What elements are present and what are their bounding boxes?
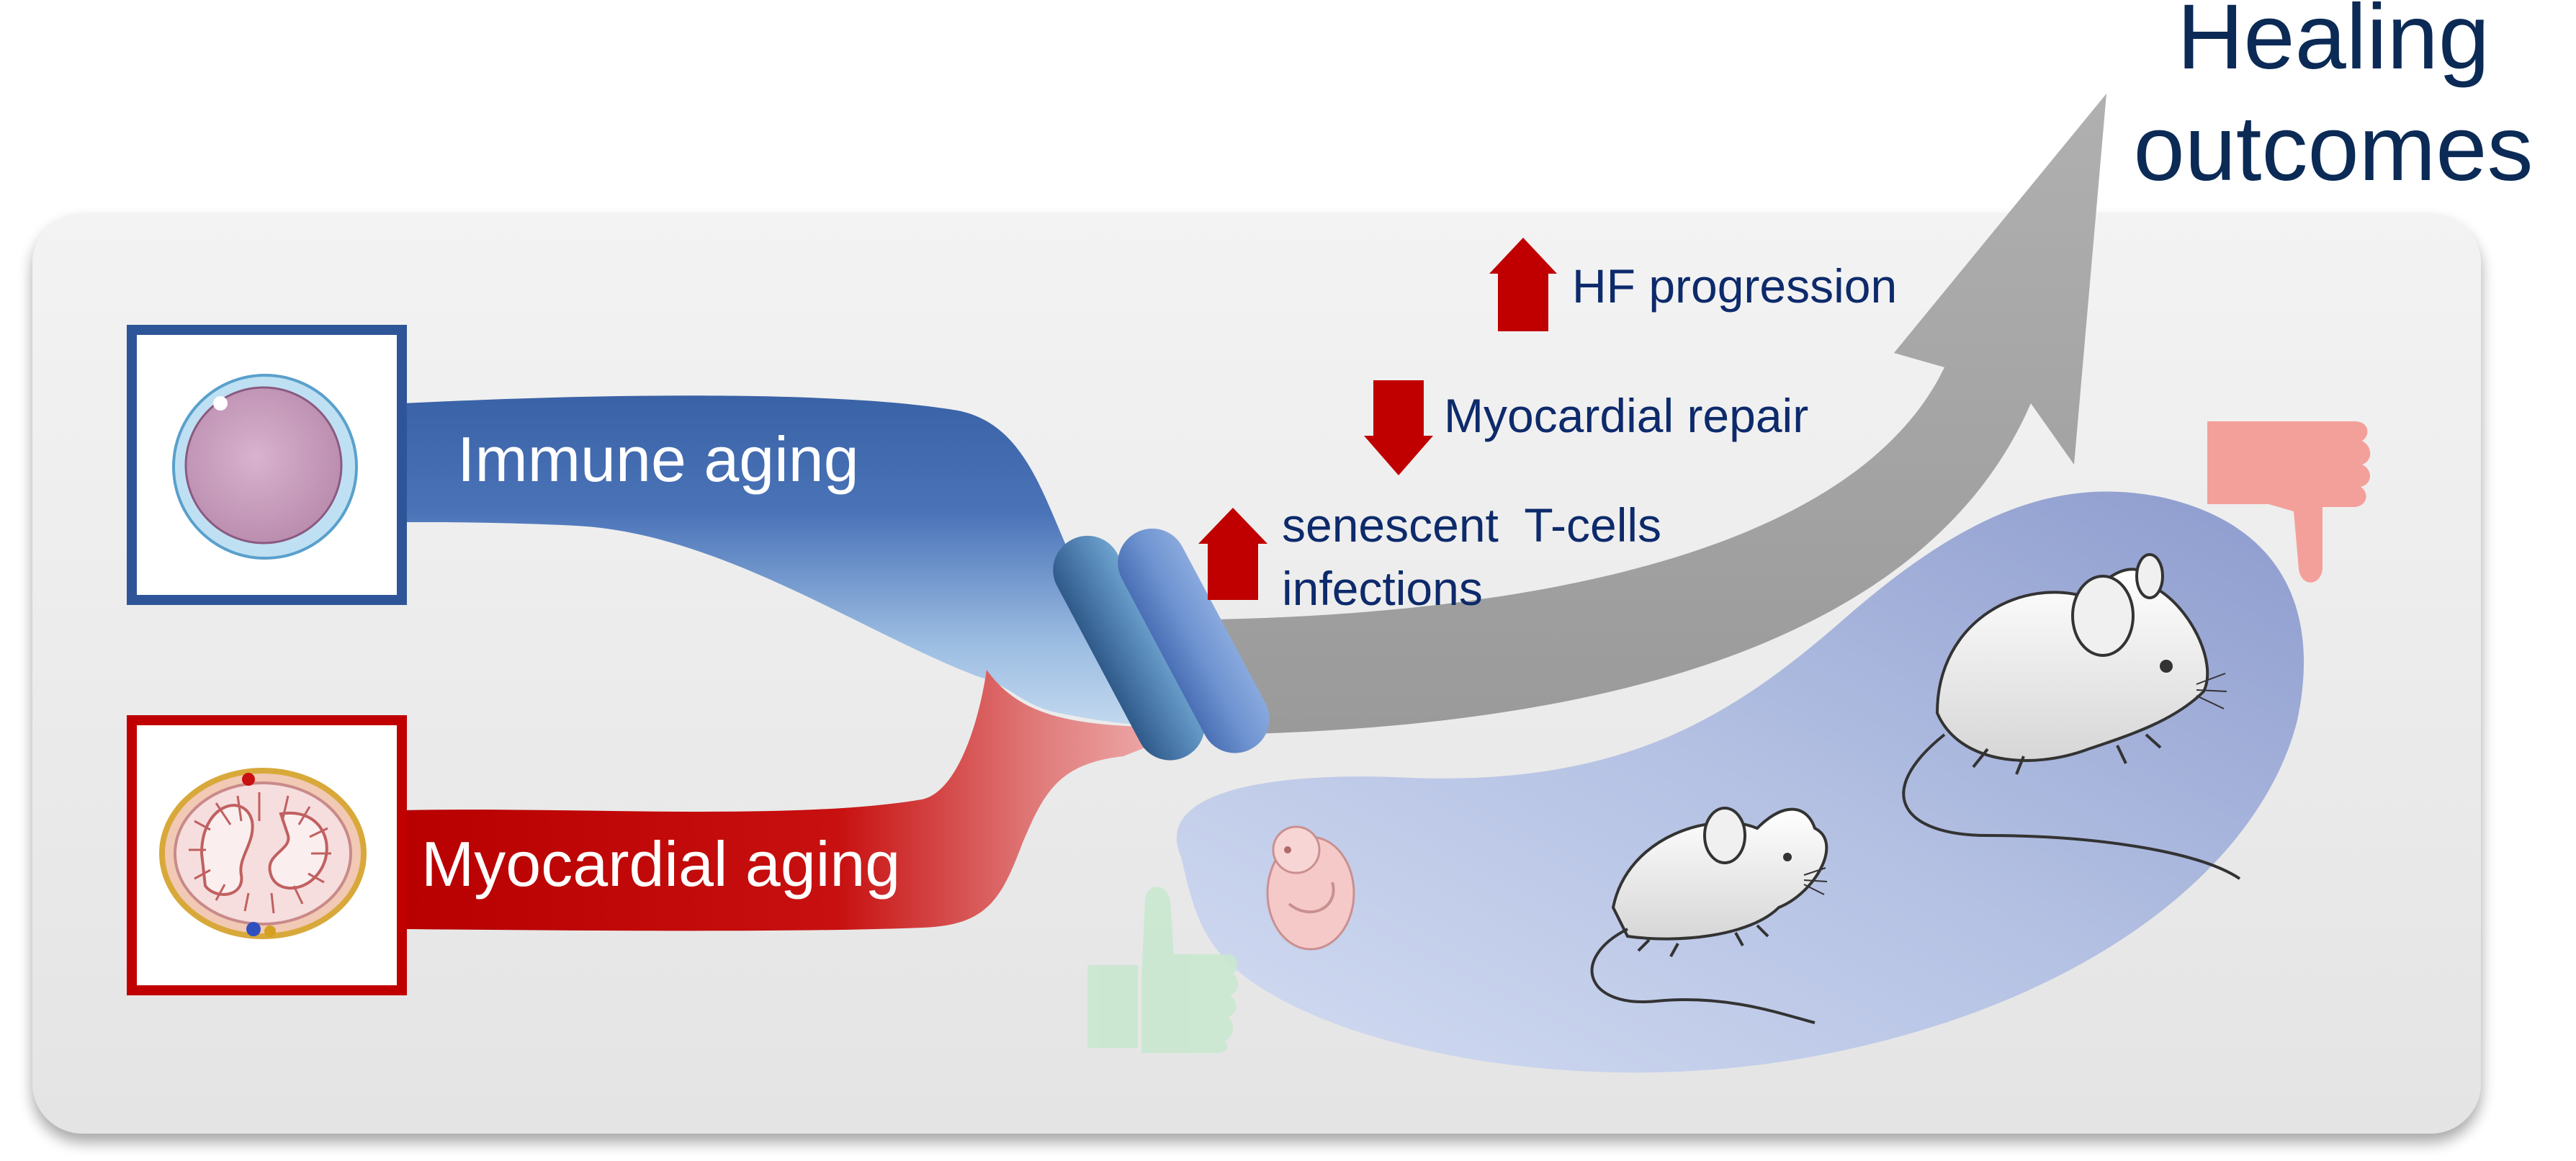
down-arrow-icon (1364, 380, 1433, 475)
thumbs-down-icon (2207, 421, 2371, 583)
infections-label: infections (1282, 562, 1483, 615)
immune-band (403, 395, 1195, 727)
heart-cross-section-icon (159, 768, 367, 939)
immune-aging-label: Immune aging (457, 423, 859, 495)
senescent-tcells-label: senescent T-cells (1282, 498, 1661, 552)
clamp-right (1118, 528, 1270, 753)
outcome-arrow (1217, 94, 2106, 735)
myocardial-repair-label: Myocardial repair (1444, 389, 1808, 442)
hf-progression-label: HF progression (1572, 259, 1897, 313)
myocardial-band (403, 670, 1195, 931)
thumbs-up-icon (1087, 887, 1239, 1053)
up-arrow-icon (1198, 508, 1267, 600)
title-line-1: Healing (2177, 0, 2490, 89)
clamp-left (1053, 535, 1205, 761)
title-line-2: outcomes (2134, 97, 2534, 200)
young-mouse-icon (1590, 807, 1828, 1024)
old-mouse-icon (1902, 553, 2241, 880)
up-arrow-icon (1489, 238, 1557, 331)
embryo-icon (1266, 825, 1355, 951)
myocardial-aging-label: Myocardial aging (421, 828, 900, 900)
immune-cell-icon (172, 374, 358, 560)
